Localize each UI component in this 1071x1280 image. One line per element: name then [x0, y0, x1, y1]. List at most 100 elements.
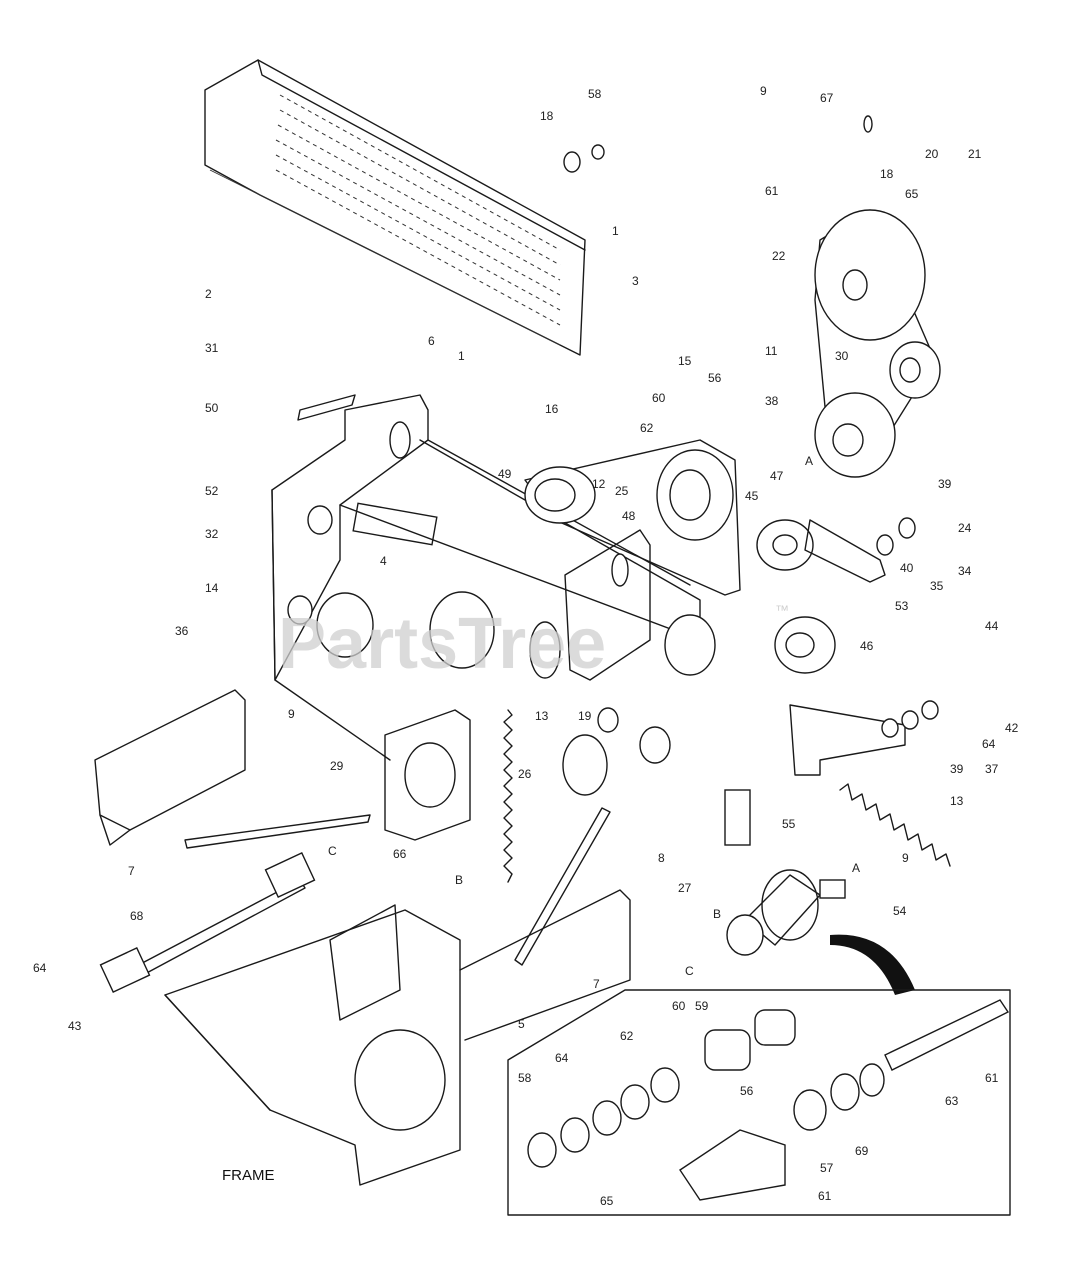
rod-27: [514, 807, 611, 966]
upper-belt-drive: [814, 209, 941, 478]
callout-c45: 29: [330, 759, 344, 773]
callout-c78: 39: [938, 477, 952, 491]
callout-c18: A: [805, 454, 813, 468]
callout-c25: 50: [205, 401, 219, 415]
callout-c16: 30: [835, 349, 849, 363]
callout-c33: 32: [205, 527, 219, 541]
callout-c20: 15: [678, 354, 692, 368]
callout-c30: 48: [622, 509, 636, 523]
callout-c80: 37: [985, 762, 999, 776]
grille-perforations: [275, 94, 561, 326]
callout-c83: 44: [985, 619, 999, 633]
callout-c68: 69: [855, 1144, 869, 1158]
hub-assembly: [726, 869, 846, 956]
callout-c9: 61: [765, 184, 779, 198]
callout-c39: 46: [860, 639, 874, 653]
callout-c64: 63: [945, 1094, 959, 1108]
callout-c12: 3: [632, 274, 639, 288]
lower-belt-drive: [524, 439, 741, 596]
callout-c22: 60: [652, 391, 666, 405]
callout-c19: 31: [205, 341, 219, 355]
callout-c66: 56: [740, 1084, 754, 1098]
callout-c81: 24: [958, 521, 972, 535]
callout-c7: 18: [880, 167, 894, 181]
callout-c71: 64: [555, 1051, 569, 1065]
tension-bracket: [789, 700, 939, 776]
diagram-caption: FRAME: [222, 1167, 275, 1184]
callout-c62: 59: [695, 999, 709, 1013]
callout-c29: 25: [615, 484, 629, 498]
callout-c61: 60: [672, 999, 686, 1013]
callout-c52: 8: [658, 851, 665, 865]
callout-c46: 13: [950, 794, 964, 808]
callout-c17: 38: [765, 394, 779, 408]
callout-c73: 1: [458, 349, 465, 363]
callout-c31: 45: [745, 489, 759, 503]
callout-c63: 61: [985, 1071, 999, 1085]
callout-c34: 14: [205, 581, 219, 595]
callout-c21: 56: [708, 371, 722, 385]
callout-c48: 7: [128, 864, 135, 878]
rod-36: [184, 814, 371, 849]
callout-c49: C: [328, 844, 337, 858]
watermark-trademark: ™: [775, 602, 789, 618]
callout-c11: 2: [205, 287, 212, 301]
callout-c51: B: [455, 873, 463, 887]
right-side-plate: [564, 529, 716, 681]
callout-c43: 19: [578, 709, 592, 723]
plate-29: [384, 709, 471, 841]
callout-c14: 22: [772, 249, 786, 263]
callout-c60: 43: [68, 1019, 82, 1033]
callout-c59: 64: [33, 961, 47, 975]
callout-c1: 58: [588, 87, 602, 101]
callout-c36: 36: [175, 624, 189, 638]
spring-13-vertical: [503, 709, 513, 883]
callout-c37: 53: [895, 599, 909, 613]
callout-c84: 9: [902, 851, 909, 865]
callout-c35: 4: [380, 554, 387, 568]
inset-detail-box: [507, 989, 1011, 1216]
callout-c75: 7: [593, 977, 600, 991]
callout-c8: 65: [905, 187, 919, 201]
callout-c50: 66: [393, 847, 407, 861]
callout-c72: 58: [518, 1071, 532, 1085]
callout-c76: 55: [782, 817, 796, 831]
callout-c54: A: [852, 861, 860, 875]
callout-c55: 54: [893, 904, 907, 918]
inset-pointer: [830, 934, 915, 995]
watermark-logo: PartsTree: [278, 604, 606, 684]
callout-c70: 61: [818, 1189, 832, 1203]
callout-c67: 57: [820, 1161, 834, 1175]
callout-c2: 9: [760, 84, 767, 98]
callout-c58: 68: [130, 909, 144, 923]
callout-c6: 21: [968, 147, 982, 161]
callout-c56: B: [713, 907, 721, 921]
callout-c5: 20: [925, 147, 939, 161]
callout-c47: 9: [288, 707, 295, 721]
drive-shaft: [99, 852, 316, 993]
callout-c40: 35: [930, 579, 944, 593]
idler-assembly: [756, 517, 916, 674]
spring-13-horizontal: [839, 783, 951, 867]
callout-c28: 12: [592, 477, 606, 491]
callout-c65: 62: [620, 1029, 634, 1043]
callout-c10: 1: [612, 224, 619, 238]
callout-c13: 6: [428, 334, 435, 348]
callout-c4: 18: [540, 109, 554, 123]
callout-c41: 34: [958, 564, 972, 578]
left-side-plate: [271, 394, 561, 761]
callout-c38: 40: [900, 561, 914, 575]
callout-c69: 65: [600, 1194, 614, 1208]
callout-c82: 42: [1005, 721, 1019, 735]
callout-c23: 16: [545, 402, 559, 416]
callout-c77: 64: [982, 737, 996, 751]
callout-c32: 47: [770, 469, 784, 483]
callout-c3: 67: [820, 91, 834, 105]
callout-c74: 5: [518, 1017, 525, 1031]
callout-labels: 58 9 67 18 20 21 18 65 61 1 2 3 6 22 11 …: [33, 84, 1019, 1208]
callout-c53: 27: [678, 881, 692, 895]
callout-c26: 52: [205, 484, 219, 498]
hardware-bits: [297, 115, 873, 846]
